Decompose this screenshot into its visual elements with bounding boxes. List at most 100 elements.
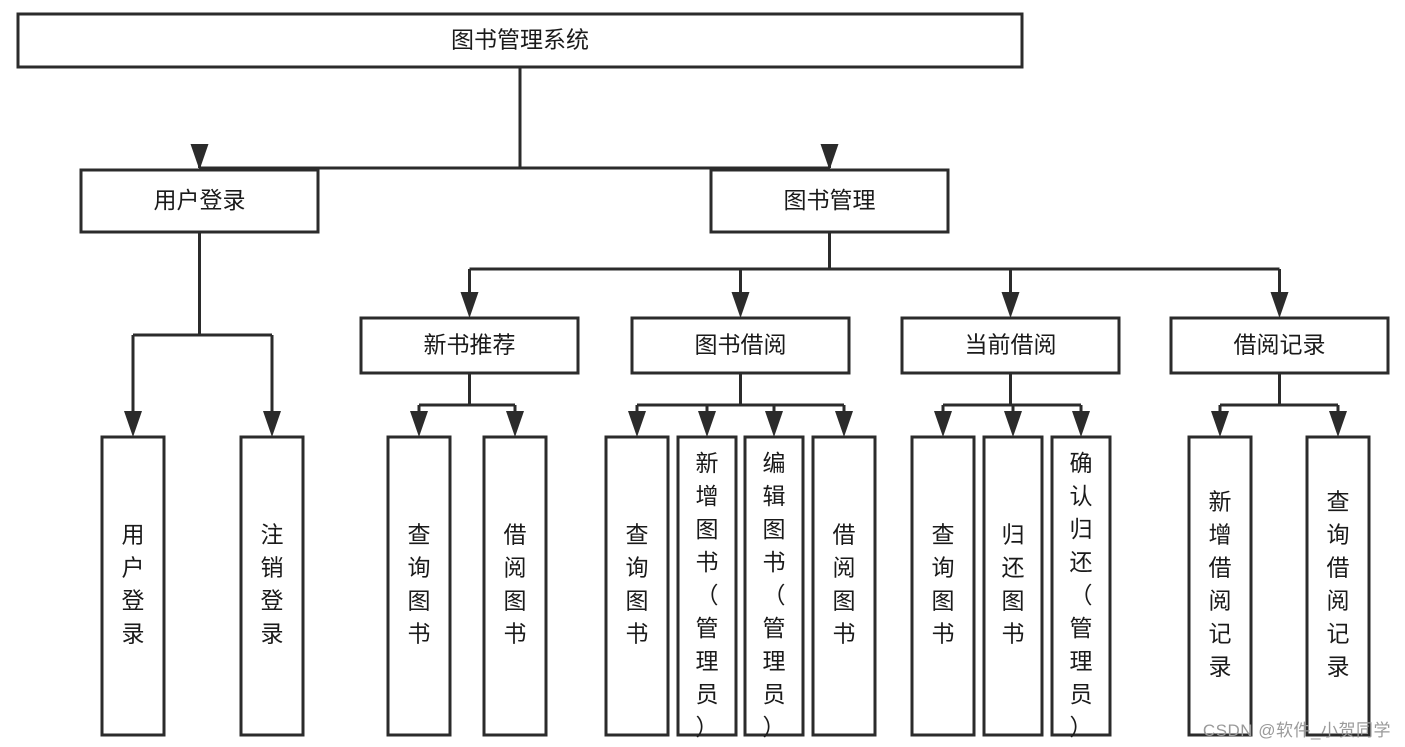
node-label-char: 录	[1209, 654, 1232, 680]
node-label-char: 图	[408, 588, 431, 614]
node-leaf[interactable]: 用户登录用户登录	[100, 435, 166, 737]
node-leaf[interactable]: 新增借阅记录新增借阅记录	[1187, 435, 1253, 737]
node-label-char: 阅	[1209, 588, 1232, 614]
node-box[interactable]	[1169, 316, 1390, 375]
node-box[interactable]	[630, 316, 851, 375]
node-label-char: ）	[696, 714, 719, 740]
node-level3[interactable]: 当前借阅	[900, 316, 1121, 375]
node-label-char: ）	[1070, 714, 1093, 740]
node-box[interactable]	[709, 168, 950, 234]
node-box[interactable]	[982, 435, 1044, 737]
node-box[interactable]	[743, 435, 805, 737]
node-label-char: （	[696, 582, 719, 608]
node-box[interactable]	[359, 316, 580, 375]
node-label: 用户登录	[154, 187, 246, 213]
node-box[interactable]	[676, 435, 738, 737]
node-label-char: 询	[408, 555, 431, 581]
node-label-char: 理	[763, 648, 786, 674]
node-box[interactable]	[811, 435, 877, 737]
node-box[interactable]	[1050, 435, 1112, 737]
node-label-char: 图	[626, 588, 649, 614]
node-label-char: 理	[696, 648, 719, 674]
node-label-char: （	[1070, 582, 1093, 608]
node-leaf[interactable]: 查询图书查询图书	[386, 435, 452, 737]
node-label-char: 图	[504, 588, 527, 614]
node-level2[interactable]: 用户登录	[79, 168, 320, 234]
node-leaf[interactable]: 借阅图书借阅图书	[482, 435, 548, 737]
node-level3[interactable]: 新书推荐	[359, 316, 580, 375]
node-label: 图书管理	[784, 187, 876, 213]
node-leaf[interactable]: 归还图书归还图书	[982, 435, 1044, 737]
node-label-char: 询	[932, 555, 955, 581]
node-label-char: 归	[1070, 516, 1093, 542]
node-box[interactable]	[79, 168, 320, 234]
arrow-head-icon	[765, 411, 783, 437]
node-leaf[interactable]: 查询图书查询图书	[910, 435, 976, 737]
arrow-head-icon	[124, 411, 142, 437]
node-label-char: 管	[763, 615, 786, 641]
node-box[interactable]	[239, 435, 305, 737]
node-label-char: 书	[408, 621, 431, 647]
node-box[interactable]	[1305, 435, 1371, 737]
node-label-char: 新	[696, 450, 719, 476]
arrow-head-icon	[410, 411, 428, 437]
node-label-char: 图	[696, 516, 719, 542]
node-label: 借阅记录	[1234, 332, 1326, 358]
node-label-char: 阅	[1327, 588, 1350, 614]
arrow-head-icon	[263, 411, 281, 437]
node-label-char: 图	[932, 588, 955, 614]
node-label-char: 理	[1070, 648, 1093, 674]
node-box[interactable]	[482, 435, 548, 737]
node-box[interactable]	[604, 435, 670, 737]
node-label-char: 户	[122, 555, 145, 581]
node-label-char: 登	[261, 588, 284, 614]
node-label-char: 确	[1070, 450, 1093, 476]
node-label-char: 录	[122, 621, 145, 647]
node-leaf[interactable]: 借阅图书借阅图书	[811, 435, 877, 737]
node-label-char: 书	[1002, 621, 1025, 647]
node-leaf[interactable]: 注销登录注销登录	[239, 435, 305, 737]
node-label-char: 借	[1209, 555, 1232, 581]
node-level3[interactable]: 图书借阅	[630, 316, 851, 375]
node-label-char: 认	[1070, 483, 1093, 509]
arrow-head-icon	[1211, 411, 1229, 437]
node-label-char: 销	[261, 555, 284, 581]
arrow-head-icon	[731, 292, 750, 318]
node-leaf[interactable]: 查询借阅记录查询借阅记录	[1305, 435, 1371, 737]
node-box[interactable]	[100, 435, 166, 737]
node-box[interactable]	[1187, 435, 1253, 737]
node-label-char: 书	[696, 549, 719, 575]
arrow-head-icon	[698, 411, 716, 437]
node-label-char: ）	[763, 714, 786, 740]
node-label-char: 借	[504, 522, 527, 548]
node-box[interactable]	[16, 12, 1024, 69]
node-label-char: 查	[408, 522, 431, 548]
node-leaf[interactable]: 查询图书查询图书	[604, 435, 670, 737]
node-root[interactable]: 图书管理系统	[16, 12, 1024, 69]
node-box[interactable]	[386, 435, 452, 737]
node-label: 当前借阅	[965, 332, 1057, 358]
node-level2[interactable]: 图书管理	[709, 168, 950, 234]
node-label-char: 借	[833, 522, 856, 548]
node-label-char: 阅	[504, 555, 527, 581]
node-label: 图书管理系统	[451, 27, 589, 53]
node-label-char: 录	[1327, 654, 1350, 680]
node-level3[interactable]: 借阅记录	[1169, 316, 1390, 375]
node-label-char: 查	[932, 522, 955, 548]
node-layer: 图书管理系统用户登录图书管理新书推荐图书借阅当前借阅借阅记录用户登录用户登录注销…	[16, 12, 1390, 740]
node-box[interactable]	[910, 435, 976, 737]
node-label-char: 询	[626, 555, 649, 581]
node-label: 新书推荐	[424, 332, 516, 358]
arrow-head-icon	[1001, 292, 1020, 318]
node-label: 图书借阅	[695, 332, 787, 358]
node-label-char: 增	[1209, 522, 1232, 548]
node-label-char: 阅	[833, 555, 856, 581]
node-label-char: 员	[1070, 681, 1093, 707]
node-label-char: 图	[1002, 588, 1025, 614]
node-label-char: 录	[261, 621, 284, 647]
node-box[interactable]	[900, 316, 1121, 375]
